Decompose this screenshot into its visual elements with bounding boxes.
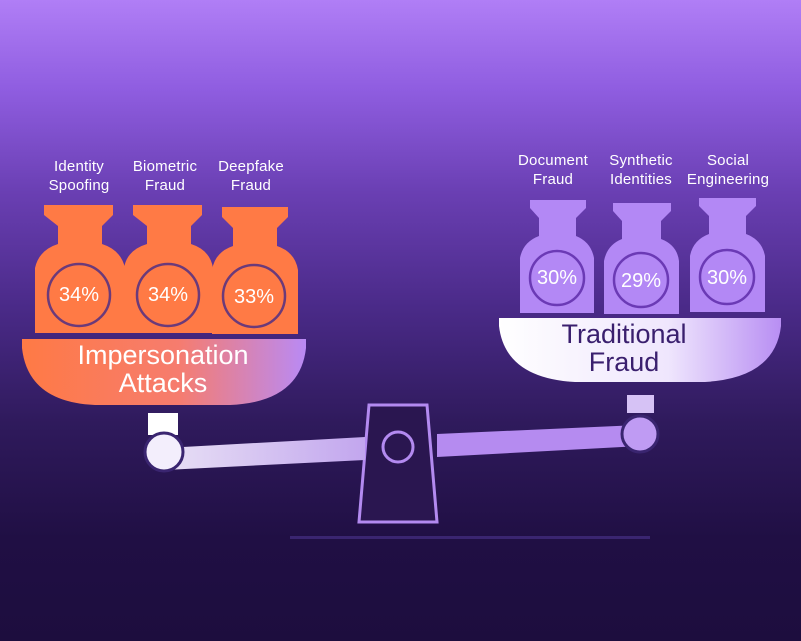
title-line: Impersonation [77, 340, 249, 370]
label-line: Document [518, 152, 588, 169]
impersonation-attacks-title: Impersonation Attacks [77, 341, 248, 397]
weight-identity-spoofing [35, 205, 125, 333]
percent-identity-spoofing: 34% [58, 284, 100, 306]
weight-synthetic-identities [604, 203, 679, 314]
label-line: Biometric [132, 158, 198, 175]
weight-social-engineering [690, 198, 765, 312]
right-hinge [620, 414, 660, 454]
title-line: Attacks [118, 368, 208, 398]
title-line: Fraud [588, 347, 660, 377]
label-line: Fraud [230, 177, 272, 194]
ground-line [290, 536, 650, 539]
percent-synthetic-identities: 29% [620, 270, 662, 292]
left-hinge [143, 431, 185, 473]
scale-beam-right [437, 425, 640, 457]
label-line: Identities [609, 171, 673, 188]
percent-deepfake-fraud: 33% [233, 286, 275, 308]
label-line: Synthetic [609, 152, 673, 169]
percent-biometric-fraud: 34% [147, 284, 189, 306]
right-pan [499, 318, 781, 382]
scale-beam [165, 437, 365, 470]
right-hanger [627, 395, 654, 413]
title-line: Traditional [561, 319, 687, 349]
percent-social-engineering: 30% [706, 267, 748, 289]
weight-deepfake-fraud [212, 207, 298, 334]
weight-document-fraud [520, 200, 594, 313]
label-social-engineering: Social Engineering [687, 151, 769, 189]
label-document-fraud: Document Fraud [518, 151, 588, 189]
label-line: Fraud [532, 171, 574, 188]
left-pan [22, 339, 306, 405]
label-biometric-fraud: Biometric Fraud [133, 157, 197, 195]
label-line: Identity [54, 158, 104, 175]
label-deepfake-fraud: Deepfake Fraud [218, 157, 284, 195]
traditional-fraud-title: Traditional Fraud [561, 320, 686, 376]
label-identity-spoofing: Identity Spoofing [49, 157, 110, 195]
weight-biometric-fraud [124, 205, 213, 333]
fulcrum-pivot-icon [381, 430, 415, 464]
left-hanger [148, 413, 178, 435]
percent-document-fraud: 30% [536, 267, 578, 289]
label-line: Deepfake [218, 158, 284, 175]
label-line: Social [706, 152, 750, 169]
label-line: Engineering [686, 171, 770, 188]
label-line: Spoofing [48, 177, 110, 194]
label-synthetic-identities: Synthetic Identities [609, 151, 673, 189]
label-line: Fraud [144, 177, 186, 194]
